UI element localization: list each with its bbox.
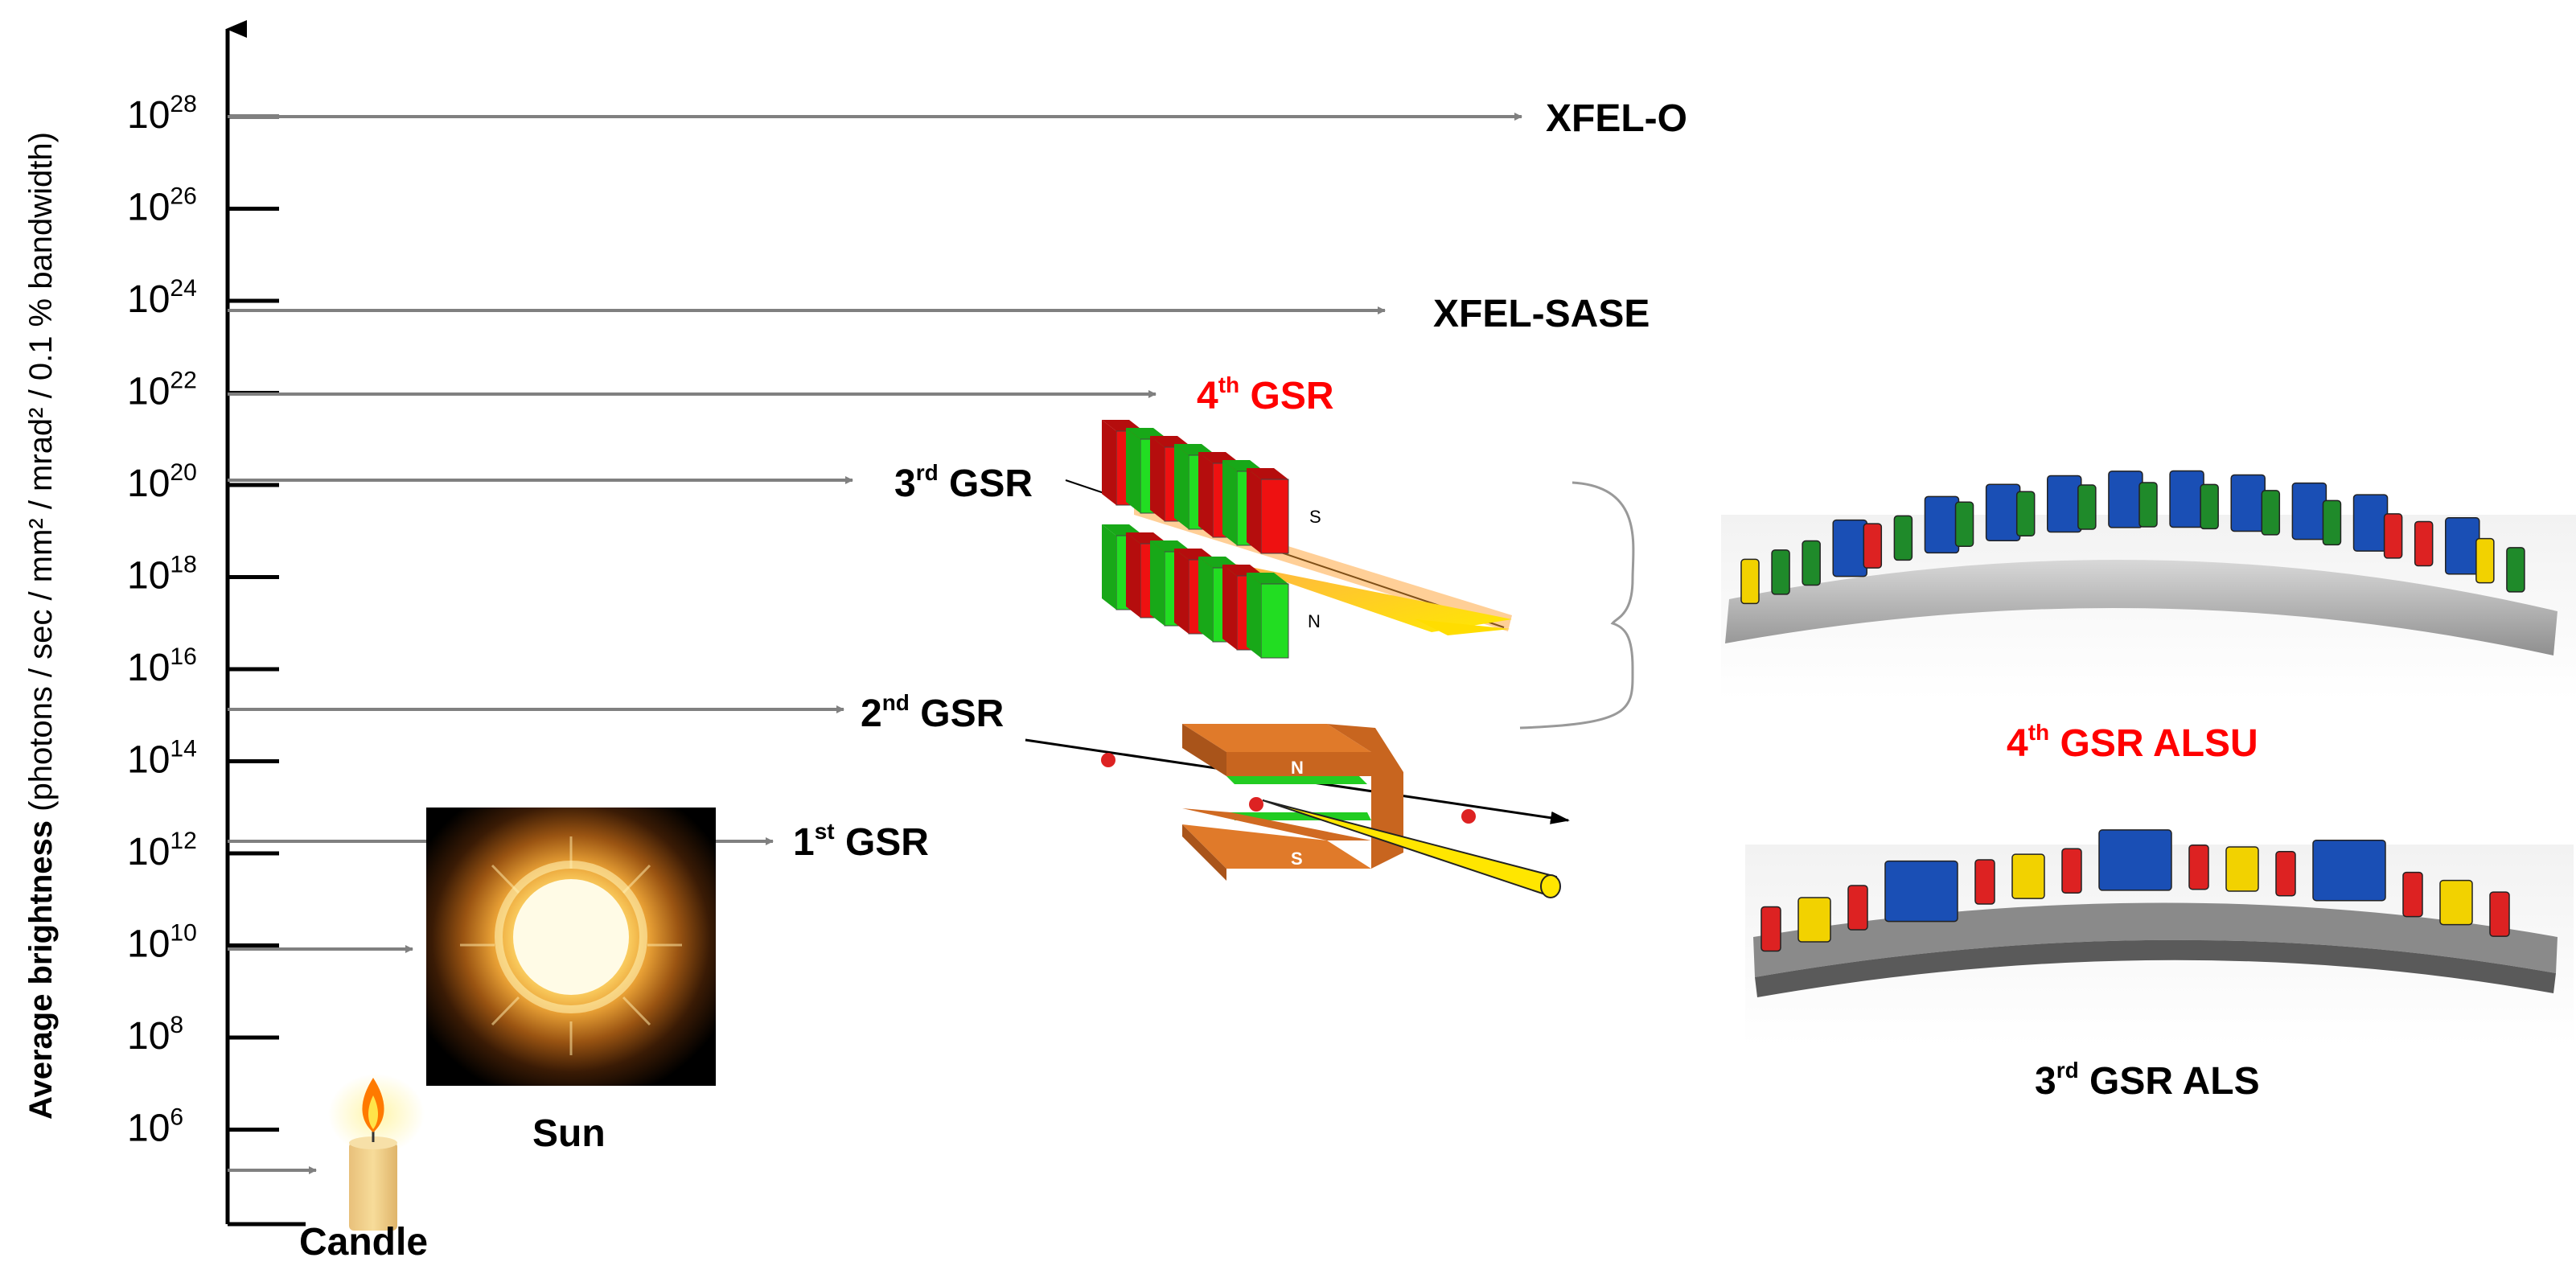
y-tick-base: 10 [127,94,170,137]
y-tick-exponent: 22 [170,368,196,394]
y-tick-label: 1014 [127,736,197,782]
undulator-top-row [1102,420,1289,554]
y-tick-exponent: 24 [170,275,196,302]
undulator-pole-s: S [1309,507,1321,527]
label-1st-gsr: 1st GSR [793,819,929,864]
undulator-diagram: S N [1065,420,1512,659]
y-tick-label: 106 [127,1104,183,1150]
y-tick-label: 1010 [127,920,197,966]
y-tick-exponent: 20 [170,459,196,486]
brace [1519,481,1635,729]
y-tick-base: 10 [127,1108,170,1150]
als-lattice-image [1745,829,2574,1046]
bend-pole-s: S [1291,849,1303,869]
label-4th-gsr: 4th GSR [1197,372,1334,417]
y-tick-label: 1022 [127,368,197,413]
y-tick-base: 10 [127,831,170,873]
y-axis-label-units: (photons / sec / mm² / mrad² / 0.1 % ban… [23,132,59,820]
label-xfel-o: XFEL-O [1546,97,1687,140]
y-tick-base: 10 [127,187,170,229]
label-sun: Sun [532,1112,606,1155]
y-tick-label: 1012 [127,828,197,873]
y-axis-label: Average brightness (photons / sec / mm² … [23,132,59,1120]
y-tick-label: 1024 [127,275,197,321]
label-4th-gsr-alsu: 4th GSR ALSU [2007,720,2258,765]
y-tick-label: 1016 [127,643,197,689]
y-tick-label: 1026 [127,183,197,229]
y-axis-ticks: 1028102610241022102010181016101410121010… [127,91,279,1150]
y-tick-base: 10 [127,923,170,966]
y-tick-exponent: 28 [170,91,196,117]
y-tick-base: 10 [127,1015,170,1058]
y-tick-exponent: 26 [170,183,196,210]
y-tick-exponent: 10 [170,920,196,947]
undulator-pole-n: N [1308,611,1321,631]
sun-image [426,808,716,1086]
y-tick-base: 10 [127,278,170,321]
y-tick-exponent: 14 [170,736,196,762]
label-xfel-sase: XFEL-SASE [1433,293,1650,335]
label-candle: Candle [299,1221,428,1264]
y-tick-label: 108 [127,1012,183,1058]
label-3rd-gsr-als: 3rd GSR ALS [2035,1058,2260,1103]
alsu-lattice-image [1721,470,2576,700]
y-axis [225,20,306,1227]
y-tick-base: 10 [127,371,170,413]
y-tick-base: 10 [127,739,170,782]
y-tick-base: 10 [127,555,170,598]
candle-image [328,1074,425,1231]
y-axis-label-bold: Average brightness [23,820,59,1120]
y-tick-exponent: 12 [170,828,196,854]
y-tick-label: 1028 [127,91,197,137]
bending-magnet-diagram: N S [1025,724,1570,898]
y-tick-label: 1020 [127,459,197,505]
y-tick-exponent: 18 [170,552,196,578]
y-tick-base: 10 [127,647,170,689]
undulator-bottom-row [1102,524,1289,659]
bend-pole-n: N [1291,758,1304,778]
y-tick-label: 1018 [127,552,197,598]
y-tick-exponent: 6 [170,1104,183,1131]
brightness-arrows [228,113,1522,1174]
y-tick-exponent: 16 [170,643,196,670]
label-3rd-gsr: 3rd GSR [894,460,1033,505]
y-tick-base: 10 [127,462,170,505]
label-2nd-gsr: 2nd GSR [861,690,1004,735]
y-tick-exponent: 8 [170,1012,183,1038]
